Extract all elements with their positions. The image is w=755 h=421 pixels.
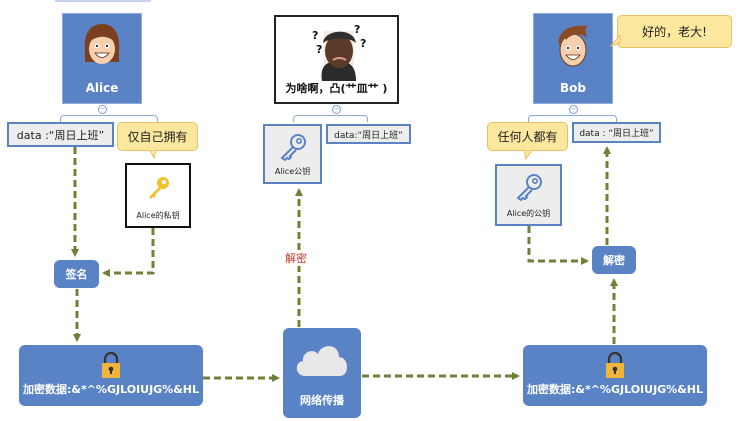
arrow-privkey-to-sign	[102, 228, 155, 277]
alice-card[interactable]: Alice	[62, 13, 142, 104]
top-underline	[55, 0, 151, 2]
blue-key-icon	[279, 134, 306, 162]
public-key-note-bubble: 任何人都有	[487, 122, 568, 151]
network-label: 网络传播	[300, 394, 344, 407]
bob-encrypted-text: 加密数据:&*^%GJLOIUJG%&HL	[526, 383, 704, 396]
svg-text:?: ?	[360, 37, 366, 50]
padlock-icon	[102, 351, 120, 378]
female-avatar-icon	[84, 24, 120, 64]
bob-encrypted-data-box[interactable]: 加密数据:&*^%GJLOIUJG%&HL	[523, 345, 707, 406]
alice-encrypted-data-box[interactable]: 加密数据:&*^%GJLOIUJG%&HL	[19, 345, 203, 406]
cloud-icon	[296, 346, 348, 376]
bob-name: Bob	[560, 81, 586, 95]
eavesdropper-public-key-label: Alice公钥	[274, 167, 311, 176]
blue-key-icon	[515, 174, 542, 202]
private-key-label: Alice的私钥	[136, 211, 180, 220]
decrypt-button[interactable]: 解密	[592, 246, 636, 274]
bob-data-box[interactable]: data : “周日上班”	[572, 122, 661, 143]
confused-man-meme-image: ? ? ? ?	[312, 23, 366, 81]
padlock-icon	[606, 351, 624, 378]
svg-text:?: ?	[316, 43, 322, 56]
eavesdropper-data-box[interactable]: data:“周日上班”	[326, 124, 411, 144]
private-key-note-bubble: 仅自己拥有	[117, 122, 198, 151]
meme-caption: 为啥啊，凸(艹皿艹 )	[285, 82, 388, 95]
svg-text:?: ?	[354, 23, 360, 36]
eavesdropper-branch-connector	[293, 115, 368, 122]
male-avatar-icon	[558, 25, 588, 67]
alice-data-box[interactable]: data :“周日上班”	[7, 122, 114, 147]
bob-branch-connector	[528, 115, 617, 122]
gold-key-icon	[149, 177, 169, 199]
bob-speech-bubble: 好的，老大!	[617, 15, 732, 48]
bubble-tail	[150, 150, 157, 159]
alice-branch-connector	[60, 115, 158, 122]
bob-collapse-toggle[interactable]: −	[569, 105, 578, 114]
alice-encrypted-text: 加密数据:&*^%GJLOIUJG%&HL	[22, 383, 200, 396]
bob-card[interactable]: Bob	[533, 13, 613, 104]
bob-public-key-label: Alice的公钥	[506, 209, 551, 218]
bubble-tail	[524, 150, 533, 160]
eavesdropper-public-key-box[interactable]: Alice公钥	[263, 124, 322, 184]
arrow-pubkey-to-decrypt	[527, 226, 589, 265]
eavesdropper-meme-card[interactable]: ? ? ? ? 为啥啊，凸(艹皿艹 )	[274, 15, 399, 104]
speech-bubble-tail	[610, 35, 621, 47]
eavesdropper-collapse-toggle[interactable]: −	[332, 105, 341, 114]
network-node[interactable]: 网络传播	[283, 328, 361, 418]
sign-button[interactable]: 签名	[54, 260, 99, 288]
alice-name: Alice	[85, 81, 119, 95]
bob-public-key-box[interactable]: Alice的公钥	[495, 164, 562, 226]
svg-text:?: ?	[312, 29, 318, 42]
alice-collapse-toggle[interactable]: −	[98, 105, 107, 114]
alice-private-key-box[interactable]: Alice的私钥	[125, 163, 191, 228]
eavesdropper-decrypt-label: 解密	[285, 250, 307, 266]
